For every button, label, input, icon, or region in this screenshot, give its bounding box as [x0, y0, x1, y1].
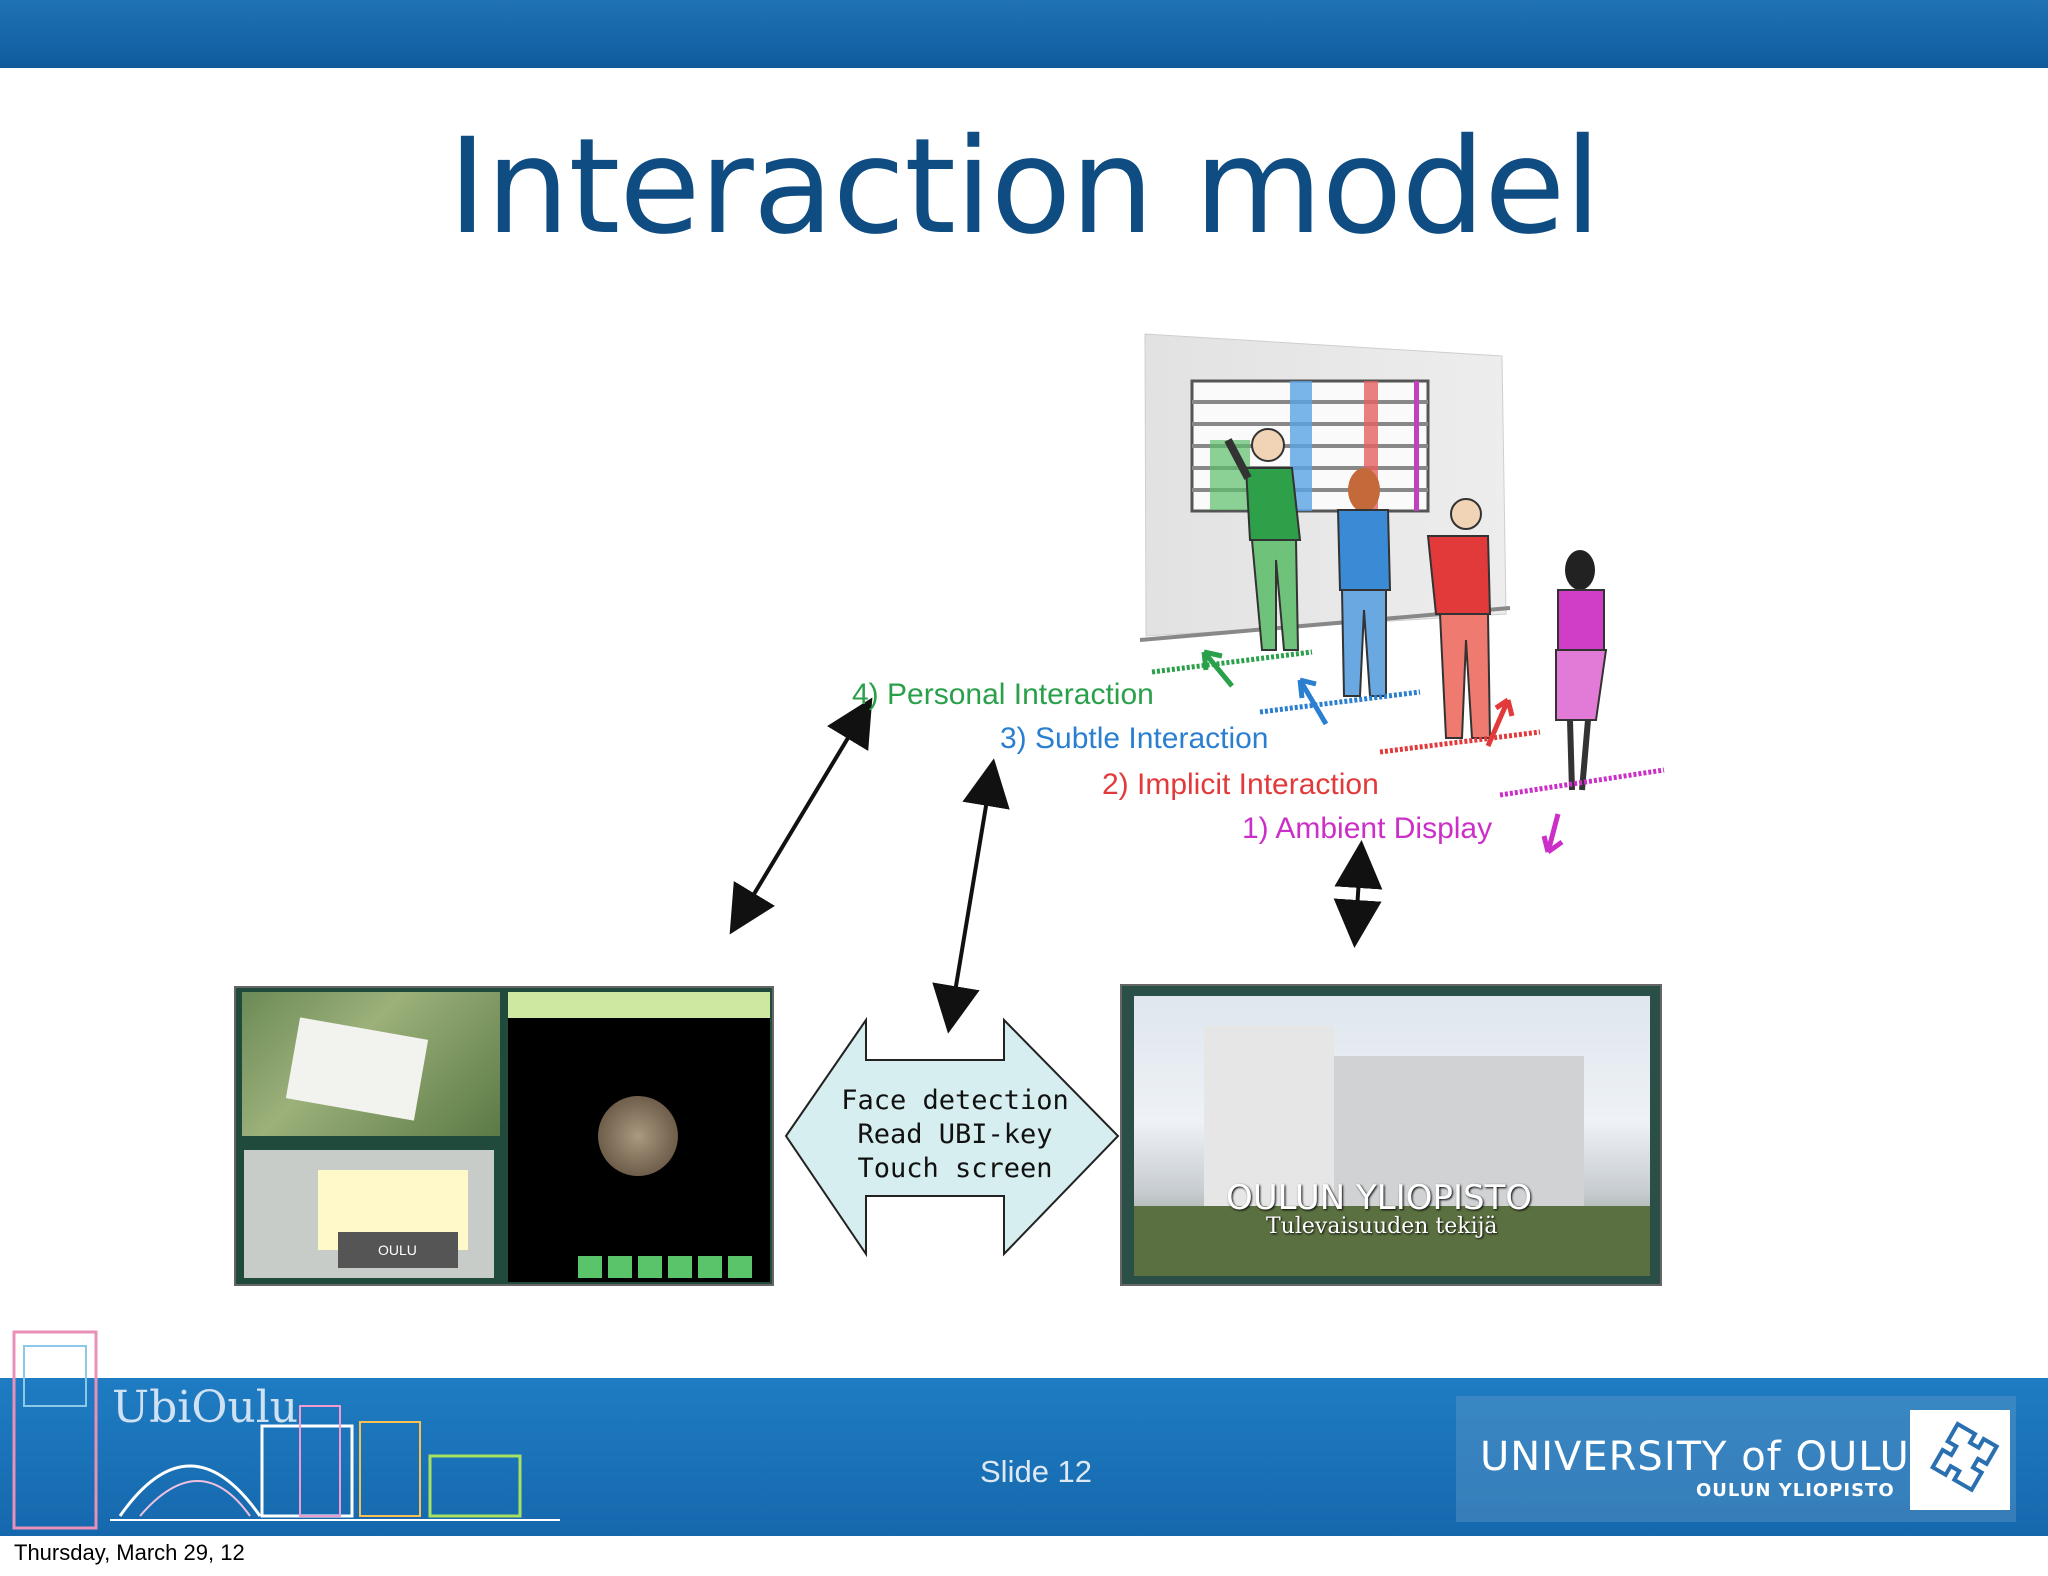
label-ambient-display: 1) Ambient Display: [1242, 812, 1493, 845]
center-box-line-touch-screen: Touch screen: [857, 1153, 1053, 1184]
center-box-text: Face detection Read UBI-key Touch screen: [840, 1084, 1070, 1186]
person-red-figure: [1426, 498, 1492, 739]
arrow-subtle-to-center-box: [932, 758, 1010, 1034]
app-bottom-buttons: [578, 1256, 758, 1278]
zone-lines: [1151, 649, 1665, 855]
bottom-banner: [0, 1378, 2048, 1536]
label-implicit-interaction: 2) Implicit Interaction: [1102, 768, 1379, 801]
university-name: UNIVERSITY of OULU: [1480, 1434, 1910, 1480]
slide-number: Slide 12: [980, 1454, 1093, 1489]
oulu-tag-label: OULU: [378, 1242, 417, 1258]
center-box-line-face-detection: Face detection: [841, 1085, 1069, 1116]
puzzle-emblem-icon: [1929, 1421, 2000, 1493]
panorama-sphere: [598, 1096, 678, 1176]
ubioulu-city-illustration: [12, 1330, 560, 1530]
building-photo: OULUN YLIOPISTO Tulevaisuuden tekijä: [1134, 996, 1650, 1276]
foreground-trees: [1134, 1206, 1650, 1276]
app-header-strip: [508, 992, 770, 1018]
arrow-ambient-to-right-screen: [1333, 840, 1383, 948]
university-emblem: [1910, 1410, 2010, 1510]
nature-photo-panel: [242, 992, 500, 1136]
top-banner: [0, 0, 2048, 68]
arrow-personal-to-left-screen: [729, 697, 873, 935]
university-subtitle: OULUN YLIOPISTO: [1696, 1480, 1895, 1501]
info-panel: OULU: [244, 1150, 494, 1278]
oulu-tag: OULU: [338, 1232, 458, 1268]
slide-title: Interaction model: [447, 110, 1601, 264]
building-wing: [1334, 1056, 1584, 1226]
building-tower: [1204, 1026, 1334, 1226]
center-double-arrow-box: [784, 1016, 1120, 1258]
ubioulu-brand: UbiOulu: [112, 1382, 299, 1433]
caption-oulun-yliopisto: OULUN YLIOPISTO: [1226, 1178, 1533, 1218]
label-subtle-interaction: 3) Subtle Interaction: [1000, 722, 1269, 755]
date-footer: Thursday, March 29, 12: [14, 1540, 245, 1565]
person-green-figure: [1224, 428, 1302, 651]
right-screenshot-oulu-building: OULUN YLIOPISTO Tulevaisuuden tekijä: [1120, 984, 1662, 1286]
label-personal-interaction: 4) Personal Interaction: [852, 678, 1154, 711]
person-blue-figure: [1336, 468, 1392, 697]
black-app-panel: [508, 992, 770, 1282]
center-box-line-read-ubi-key: Read UBI-key: [857, 1119, 1053, 1150]
caption-tulevaisuuden-tekija: Tulevaisuuden tekijä: [1266, 1214, 1498, 1239]
left-screenshot-ubi-hotspot: OULU: [234, 986, 774, 1286]
photo-card: [285, 1017, 429, 1121]
person-magenta-figure: [1555, 550, 1608, 791]
